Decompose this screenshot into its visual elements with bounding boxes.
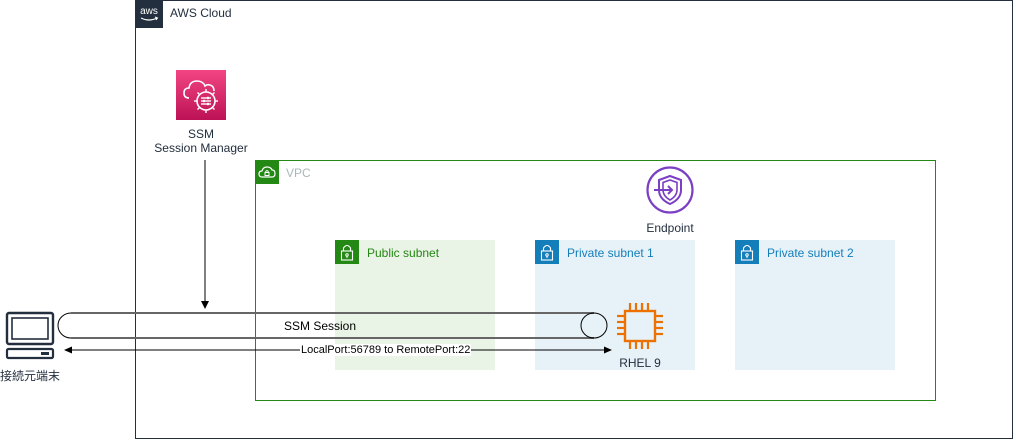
ssm-label-line2: Session Manager (154, 141, 248, 155)
vpc-label: VPC (286, 166, 311, 180)
ssm-session-label: SSM Session (283, 319, 357, 333)
client-terminal-label: 接続元端末 (0, 369, 61, 383)
endpoint-label: Endpoint (646, 221, 694, 235)
ssm-session-tube (57, 312, 608, 339)
aws-cloud-group (135, 0, 1013, 439)
ssm-session-manager-icon[interactable] (176, 70, 226, 120)
private-subnet-1 (535, 240, 695, 370)
private-subnet-2-lock-icon (735, 240, 759, 264)
port-forward-label: LocalPort:56789 to RemotePort:22 (300, 344, 472, 356)
rhel-instance-label: RHEL 9 (619, 356, 661, 370)
ssm-label-line1: SSM (187, 127, 214, 141)
ssm-session-manager-label: SSM Session Manager (140, 127, 262, 155)
svg-text:aws: aws (140, 6, 158, 17)
private-subnet-2-label: Private subnet 2 (767, 246, 854, 260)
arrow-right-icon (604, 346, 612, 354)
arrow-left-icon (64, 346, 72, 354)
client-computer-icon[interactable] (5, 311, 55, 361)
aws-cloud-label: AWS Cloud (170, 6, 232, 20)
public-subnet-label: Public subnet (367, 246, 440, 260)
vpc-group (255, 160, 936, 401)
arrow-down-icon (201, 301, 209, 309)
vpc-endpoint-icon[interactable] (645, 165, 695, 215)
private-subnet-1-label: Private subnet 1 (567, 246, 654, 260)
public-subnet-lock-icon (335, 240, 359, 264)
aws-logo-icon: aws (135, 0, 163, 28)
private-subnet-2 (735, 240, 895, 370)
vpc-cloud-lock-icon (255, 160, 279, 184)
ec2-instance-chip-icon[interactable] (614, 300, 666, 352)
private-subnet-1-lock-icon (535, 240, 559, 264)
